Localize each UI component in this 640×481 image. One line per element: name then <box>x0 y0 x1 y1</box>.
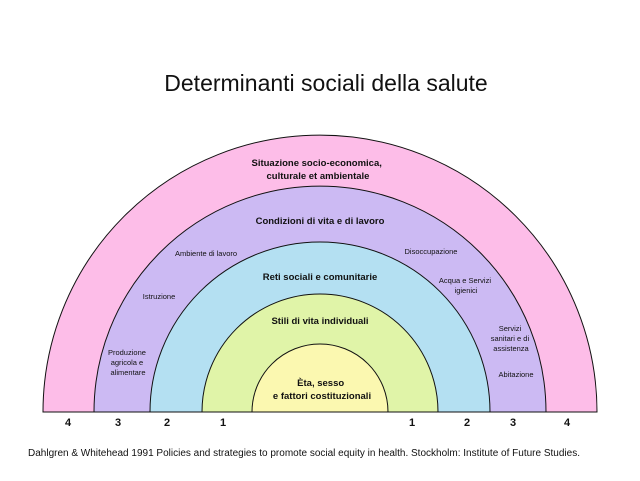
sector-acqua-servizi: Acqua e Servizi igienici <box>439 276 493 295</box>
baseline-number: 1 <box>220 417 226 429</box>
sector-servizi-sanitari: Servizi sanitari e di assistenza <box>491 324 531 353</box>
layer-2-label: Reti sociali e comunitarie <box>263 272 378 283</box>
baseline-number: 1 <box>409 417 415 429</box>
baseline-number: 3 <box>115 417 121 429</box>
sector-istruzione: Istruzione <box>143 292 176 301</box>
core-disc <box>251 343 389 413</box>
sector-ambiente-di-lavoro: Ambiente di lavoro <box>175 249 237 258</box>
sector-abitazione: Abitazione <box>498 370 533 379</box>
layer-1-label: Stili di vita individuali <box>271 316 368 327</box>
core-label: Èta, sesso e fattori costituzionali <box>273 378 371 402</box>
baseline-number: 3 <box>510 417 516 429</box>
sector-disoccupazione: Disoccupazione <box>405 247 458 256</box>
baseline-number: 4 <box>564 417 571 429</box>
baseline-number: 2 <box>464 417 470 429</box>
citation: Dahlgren & Whitehead 1991 Policies and s… <box>28 448 580 459</box>
layer-4-label: Situazione socio-economica, culturale et… <box>251 158 384 182</box>
sector-produzione-agricola: Produzione agricola e alimentare <box>108 348 148 377</box>
layer-3-label: Condizioni di vita e di lavoro <box>256 216 385 227</box>
baseline-number: 2 <box>164 417 170 429</box>
page-title: Determinanti sociali della salute <box>164 70 488 96</box>
baseline-number: 4 <box>65 417 72 429</box>
